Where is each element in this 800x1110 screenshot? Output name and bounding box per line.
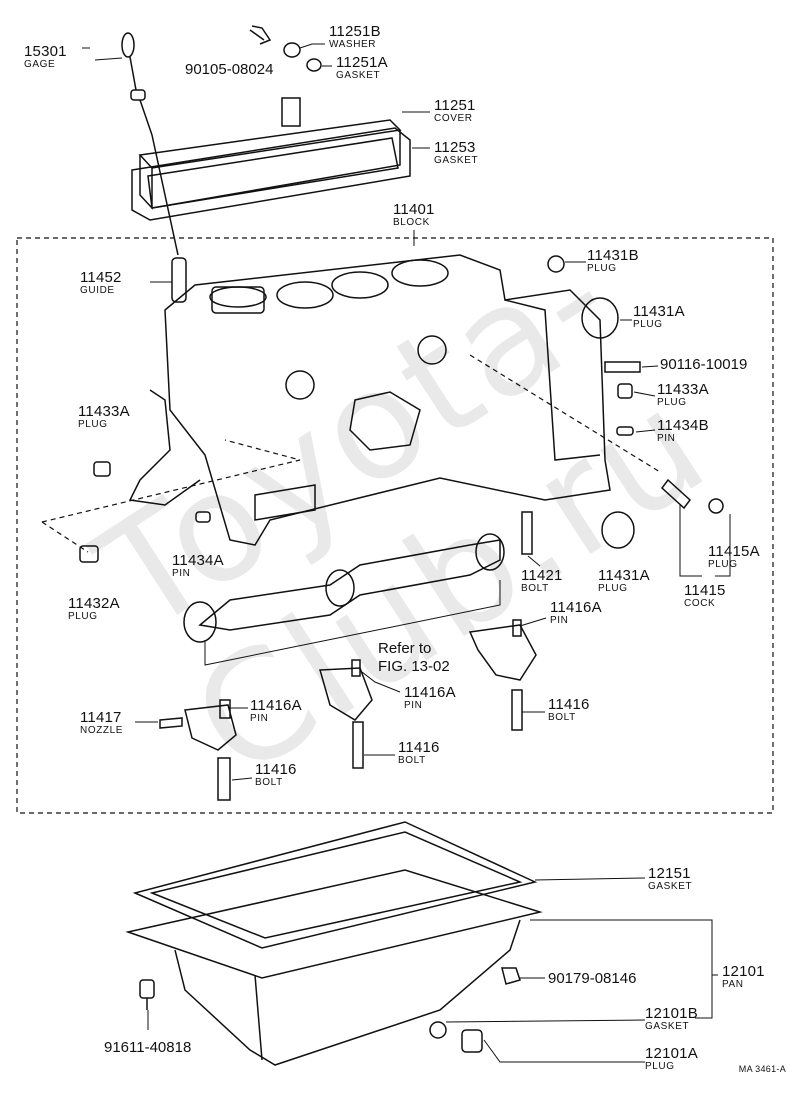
gage-guide-drawing — [171, 257, 187, 303]
drawing-code: MA 3461-A — [738, 1064, 786, 1074]
leader-11433A-right — [633, 391, 656, 397]
leader-11416-c — [231, 777, 253, 781]
alignment-line-left-2 — [41, 521, 89, 553]
label-91611-40818: 91611-40818 — [104, 1039, 192, 1056]
leader-90116 — [641, 365, 659, 368]
alignment-line-right — [469, 354, 661, 473]
leader-12101A — [483, 1039, 645, 1063]
leader-camshaft-bracket — [204, 580, 501, 666]
side-cover-drawing — [138, 97, 402, 210]
leader-12101B — [445, 1019, 646, 1023]
bearing-cap-drawing-2 — [319, 659, 373, 769]
small-parts-right — [521, 255, 724, 555]
block-assembly-boundary — [16, 237, 774, 814]
label-90116-10019: 90116-10019 — [660, 356, 748, 373]
oil-pan-drawing — [125, 869, 543, 1066]
leader-11251B — [299, 43, 325, 49]
leader-11434B — [635, 429, 656, 433]
reference-line-1: Refer to — [378, 640, 432, 657]
cover-bolt-drawing — [249, 25, 322, 72]
label-90179-08146: 90179-08146 — [548, 970, 637, 987]
side-cover-gasket-drawing — [131, 127, 411, 221]
reference-note: Refer to FIG. 13-02 — [378, 640, 450, 676]
leader-11416A-a — [519, 617, 547, 627]
bearing-cap-drawing-1 — [468, 619, 537, 731]
reference-line-2: FIG. 13-02 — [378, 658, 450, 675]
alignment-line-left — [41, 439, 301, 523]
oil-pan-gasket-drawing — [132, 821, 538, 949]
cylinder-block-drawing — [128, 254, 611, 546]
leader-12101 — [530, 919, 718, 1019]
leader-12151 — [534, 877, 646, 881]
camshaft-drawing — [183, 533, 505, 643]
leader-15301 — [82, 47, 123, 61]
leader-11421 — [527, 555, 541, 567]
bearing-cap-drawing-3 — [159, 699, 237, 801]
oil-pan-fasteners-drawing — [139, 967, 521, 1053]
leader-11416A-b — [361, 671, 401, 693]
small-parts-left — [79, 461, 211, 563]
label-90105-08024: 90105-08024 — [185, 61, 274, 78]
leader-11415 — [679, 505, 731, 577]
oil-level-gage-drawing — [121, 32, 179, 256]
